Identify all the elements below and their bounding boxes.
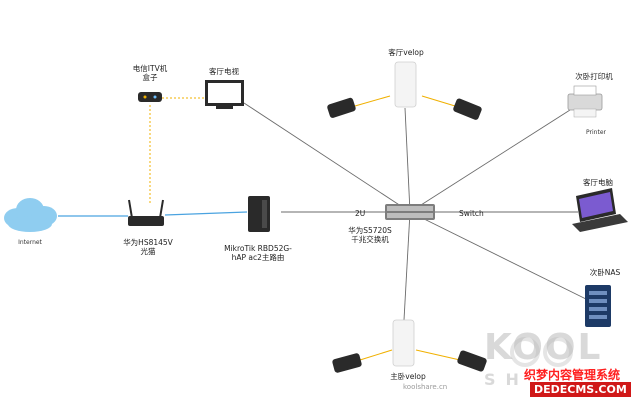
tablet-icon [453, 98, 482, 120]
itv-box-icon [138, 92, 162, 102]
living-tv-label: 客厅电视 [209, 67, 239, 76]
link-switch-velop-living [404, 107, 411, 213]
printer-icon [567, 85, 603, 118]
nas-label: 次卧NAS [589, 268, 621, 277]
modem-label-line1: 华为HS8145V [123, 238, 173, 247]
port-2u-label: 2U [355, 209, 366, 218]
switch-icon [385, 204, 435, 220]
itv-box-label: 电信ITV机 盒子 [133, 64, 167, 82]
phone-icon [327, 97, 356, 118]
printer-label: 次卧打印机 [575, 72, 613, 81]
link-switch-velop-master [403, 211, 411, 321]
kool-watermark: KOOL [484, 327, 603, 368]
printer-caption: Printer [586, 129, 606, 136]
velop-living-label: 客厅velop [388, 48, 424, 57]
switch-label-line2: 千兆交换机 [351, 235, 389, 244]
switch-label: 华为S5720S 千兆交换机 [348, 226, 392, 244]
wifi-velop2-tablet [415, 349, 461, 361]
nas-icon [585, 285, 611, 327]
velop-living-icon [394, 61, 417, 108]
link-router-modem [164, 211, 248, 216]
internet-label: Internet [18, 239, 42, 246]
link-switch-nas [409, 211, 589, 301]
tablet-icon [457, 350, 487, 372]
modem-label-line2: 光猫 [140, 247, 156, 256]
link-switch-printer [409, 109, 571, 213]
link-switch-tv [243, 102, 411, 213]
cms-watermark: 织梦内容管理系统 [524, 368, 621, 382]
wifi-velop2-phone [359, 349, 393, 361]
velop-master-label: 主卧velop [390, 372, 426, 381]
kool-sub-watermark: SH [484, 370, 529, 389]
cloud-icon [4, 198, 57, 232]
connections [58, 95, 589, 361]
site-watermark: koolshare.cn [403, 383, 448, 391]
itv-box-label-line1: 电信ITV机 [132, 64, 168, 73]
tv-icon [205, 80, 244, 109]
router-label: MikroTik RBD52G- hAP ac2主路由 [224, 244, 292, 262]
switch-text-label: Switch [459, 209, 484, 218]
cms-url-watermark: DEDECMS.COM [530, 382, 631, 397]
watermark-logo [510, 337, 573, 367]
phone-icon [332, 353, 362, 373]
modem-icon [128, 199, 164, 226]
router-label-line1: MikroTik RBD52G- [224, 244, 292, 253]
router-label-line2: hAP ac2主路由 [231, 253, 285, 262]
switch-label-line1: 华为S5720S [348, 226, 392, 235]
modem-label: 华为HS8145V 光猫 [123, 238, 173, 256]
velop-master-icon [392, 319, 415, 367]
itv-box-label-line2: 盒子 [142, 73, 158, 82]
wifi-velop-tablet [421, 95, 456, 107]
living-pc-label: 客厅电脑 [583, 178, 613, 187]
router-icon [248, 196, 270, 232]
wifi-velop-phone [354, 95, 391, 107]
laptop-icon [572, 188, 628, 232]
